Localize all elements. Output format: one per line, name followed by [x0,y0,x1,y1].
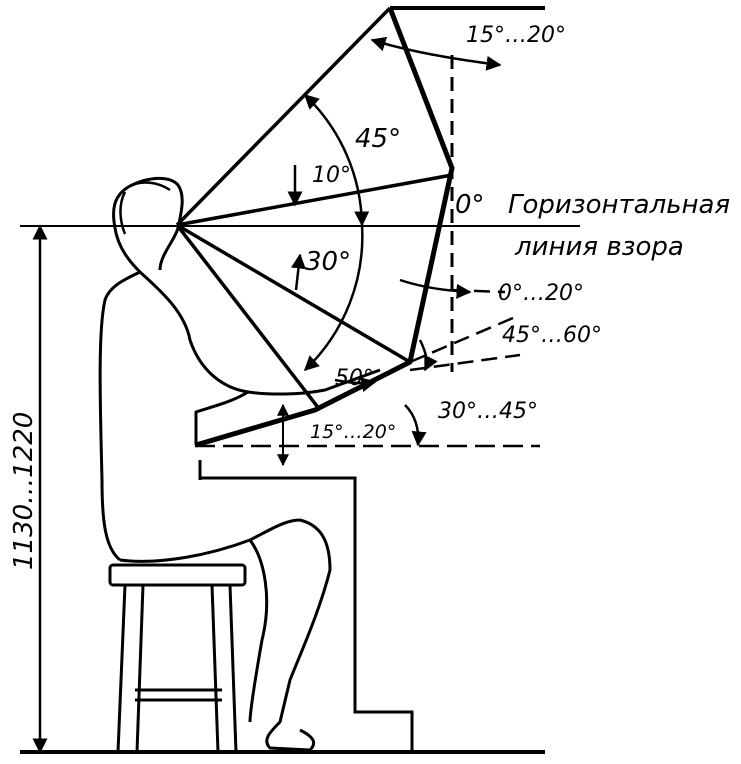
seated-person [98,176,381,752]
label-angle-30: 30° [305,247,351,277]
stool [108,563,247,753]
label-panel-tilt: 0°…20° [498,281,584,306]
label-angle-45: 45° [355,124,401,154]
label-console-angle: 45°…60° [502,323,602,348]
label-height-range: 1130…1220 [9,412,39,570]
label-zero: 0° [455,190,485,220]
label-desk-angle: 30°…45° [438,399,538,424]
hair [119,181,171,235]
label-top-tilt: 15°…20° [466,23,566,48]
angle-reference-lines [409,288,521,372]
label-gaze-line: линия взора [514,232,684,262]
label-angle-10: 10° [312,163,351,188]
console-base [198,460,414,752]
label-horizontal: Горизонтальная [508,190,730,220]
label-angle-50: 50° [335,366,374,391]
angle-arcs [287,36,502,447]
label-desk-tilt: 15°…20° [310,421,396,443]
